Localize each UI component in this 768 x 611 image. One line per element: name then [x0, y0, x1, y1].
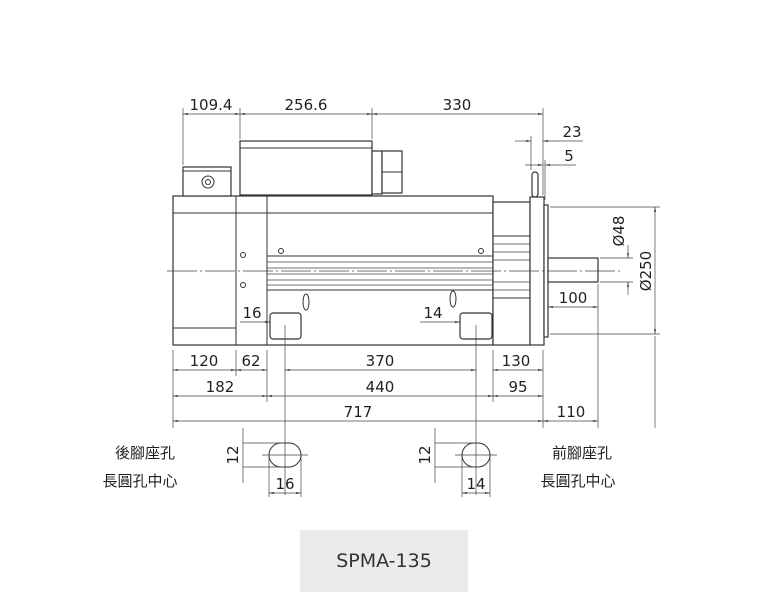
- dim-5: 5: [564, 147, 574, 165]
- dim-182: 182: [206, 378, 235, 396]
- dim-62: 62: [241, 352, 260, 370]
- dim-120: 120: [190, 352, 219, 370]
- terminal-box: [239, 140, 403, 196]
- dim-front-hole-12: 12: [416, 445, 434, 464]
- front-section: [492, 171, 599, 346]
- dim-330: 330: [443, 96, 472, 114]
- dim-shaft-diameter: Ø48: [610, 216, 628, 247]
- dim-370: 370: [366, 352, 395, 370]
- shaft: [547, 257, 599, 283]
- dim-front-hole-14: 14: [466, 475, 485, 493]
- bottom-dimensions: 120 62 370 130 182 440 95 717 110: [172, 336, 656, 428]
- front-hole-label-line2: 長圓孔中心: [540, 472, 615, 490]
- dim-rear-hole-12: 12: [224, 445, 242, 464]
- rear-small-box: [182, 166, 232, 197]
- dim-rear-foot-16: 16: [242, 304, 261, 322]
- dim-100: 100: [559, 289, 588, 307]
- dim-23: 23: [562, 123, 581, 141]
- dim-440: 440: [366, 378, 395, 396]
- dim-95: 95: [508, 378, 527, 396]
- front-slot-hole: 12 14: [416, 428, 497, 497]
- rear-hole-label-line1: 後腳座孔: [115, 444, 175, 462]
- rear-slot-hole: 12 16: [224, 428, 308, 497]
- dim-256-6: 256.6: [285, 96, 328, 114]
- dim-130: 130: [502, 352, 531, 370]
- model-label: SPMA-135: [300, 530, 468, 592]
- dim-flange-diameter: Ø250: [637, 251, 655, 291]
- top-dimensions: 109.4 256.6 330 23 5: [182, 96, 583, 200]
- front-hole-label-line1: 前腳座孔: [552, 444, 612, 462]
- dim-717: 717: [344, 403, 373, 421]
- rear-hole-label-line2: 長圓孔中心: [102, 472, 177, 490]
- dim-rear-hole-16: 16: [275, 475, 294, 493]
- dim-front-foot-14: 14: [423, 304, 442, 322]
- right-dimensions: Ø48 Ø250 100 16 14: [240, 206, 660, 428]
- motor-body: [172, 195, 494, 346]
- dim-109-4: 109.4: [190, 96, 233, 114]
- dim-110: 110: [557, 403, 586, 421]
